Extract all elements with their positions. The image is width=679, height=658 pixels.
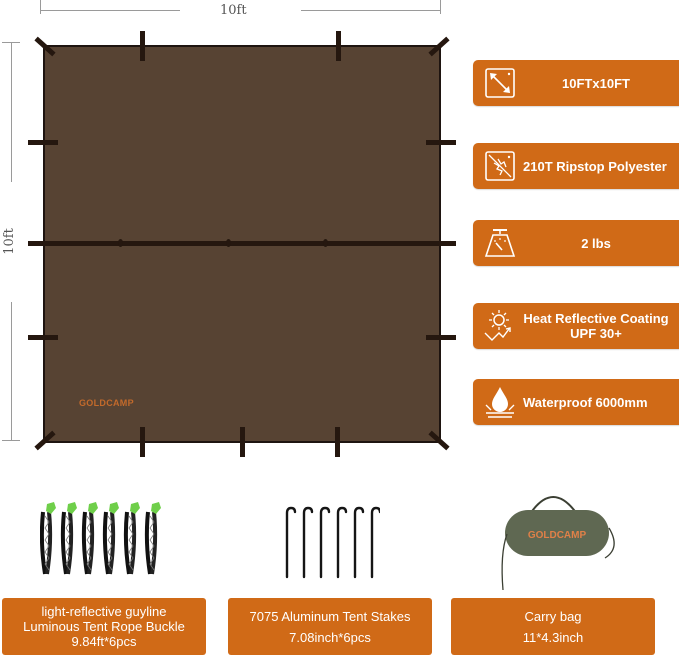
dim-line-left [40,10,180,11]
edge-strap-right [426,335,456,340]
feature-label: Heat Reflective Coating UPF 30+ [517,311,679,341]
feature-material: 210T Ripstop Polyester [473,143,679,189]
ridge-loop [226,239,231,247]
carry-bag-image: GOLDCAMP [495,488,625,592]
edge-strap-left [28,335,58,340]
bag-line2: 11*4.3inch [522,629,584,645]
feature-label: 2 lbs [581,235,611,251]
dim-line-top [11,42,12,182]
dim-tick-bottom [2,440,20,441]
edge-strap-bottom [335,427,340,457]
ridge-loop [118,239,123,247]
guyline-line3: 9.84ft*6pcs [71,634,137,649]
ridge-line-strap [28,241,456,246]
feature-label-line1: Heat Reflective Coating [523,311,669,326]
dim-tick-left [40,0,41,14]
dim-line-bottom [11,302,12,440]
feature-label-line2: UPF 30+ [570,326,622,341]
feature-label: Waterproof 6000mm [523,394,648,410]
feature-label: 10FTx10FT [562,75,630,91]
guyline-label: light-reflective guyline Luminous Tent R… [2,598,206,655]
edge-strap-top [336,31,341,61]
guyline-ropes-image [39,500,165,580]
stakes-label: 7075 Aluminum Tent Stakes 7.08inch*6pcs [228,598,432,655]
sun-reflect-icon [483,309,517,343]
guyline-line2: Luminous Tent Rope Buckle [23,619,185,634]
bag-logo: GOLDCAMP [528,530,587,541]
edge-strap-right [426,140,456,145]
feature-label: 210T Ripstop Polyester [523,158,667,174]
feature-size: 10FTx10FT [473,60,679,106]
edge-strap-top [140,31,145,61]
ripstop-fabric-icon [483,149,517,183]
bag-line1: Carry bag [524,608,582,624]
width-label: 10ft [220,3,247,18]
dim-tick-right [440,0,441,14]
waterproof-drop-icon [483,385,517,419]
guyline-line1: light-reflective guyline [41,604,167,619]
ridge-loop [323,239,328,247]
tent-stakes-image [280,505,382,580]
feature-waterproof: Waterproof 6000mm [473,379,679,425]
edge-strap-bottom [240,427,245,457]
edge-strap-left [28,140,58,145]
carry-bag-label: Carry bag 11*4.3inch [451,598,655,655]
brand-logo: GOLDCAMP [79,398,134,408]
weight-scale-icon [483,226,517,260]
stakes-line2: 7.08inch*6pcs [289,629,371,645]
feature-weight: 2 lbs [473,220,679,266]
size-diagonal-icon [483,66,517,100]
feature-coating: Heat Reflective Coating UPF 30+ [473,303,679,349]
dim-line-right [301,10,441,11]
height-label: 10ft [1,228,17,255]
stakes-line1: 7075 Aluminum Tent Stakes [249,608,411,624]
edge-strap-bottom [140,427,145,457]
